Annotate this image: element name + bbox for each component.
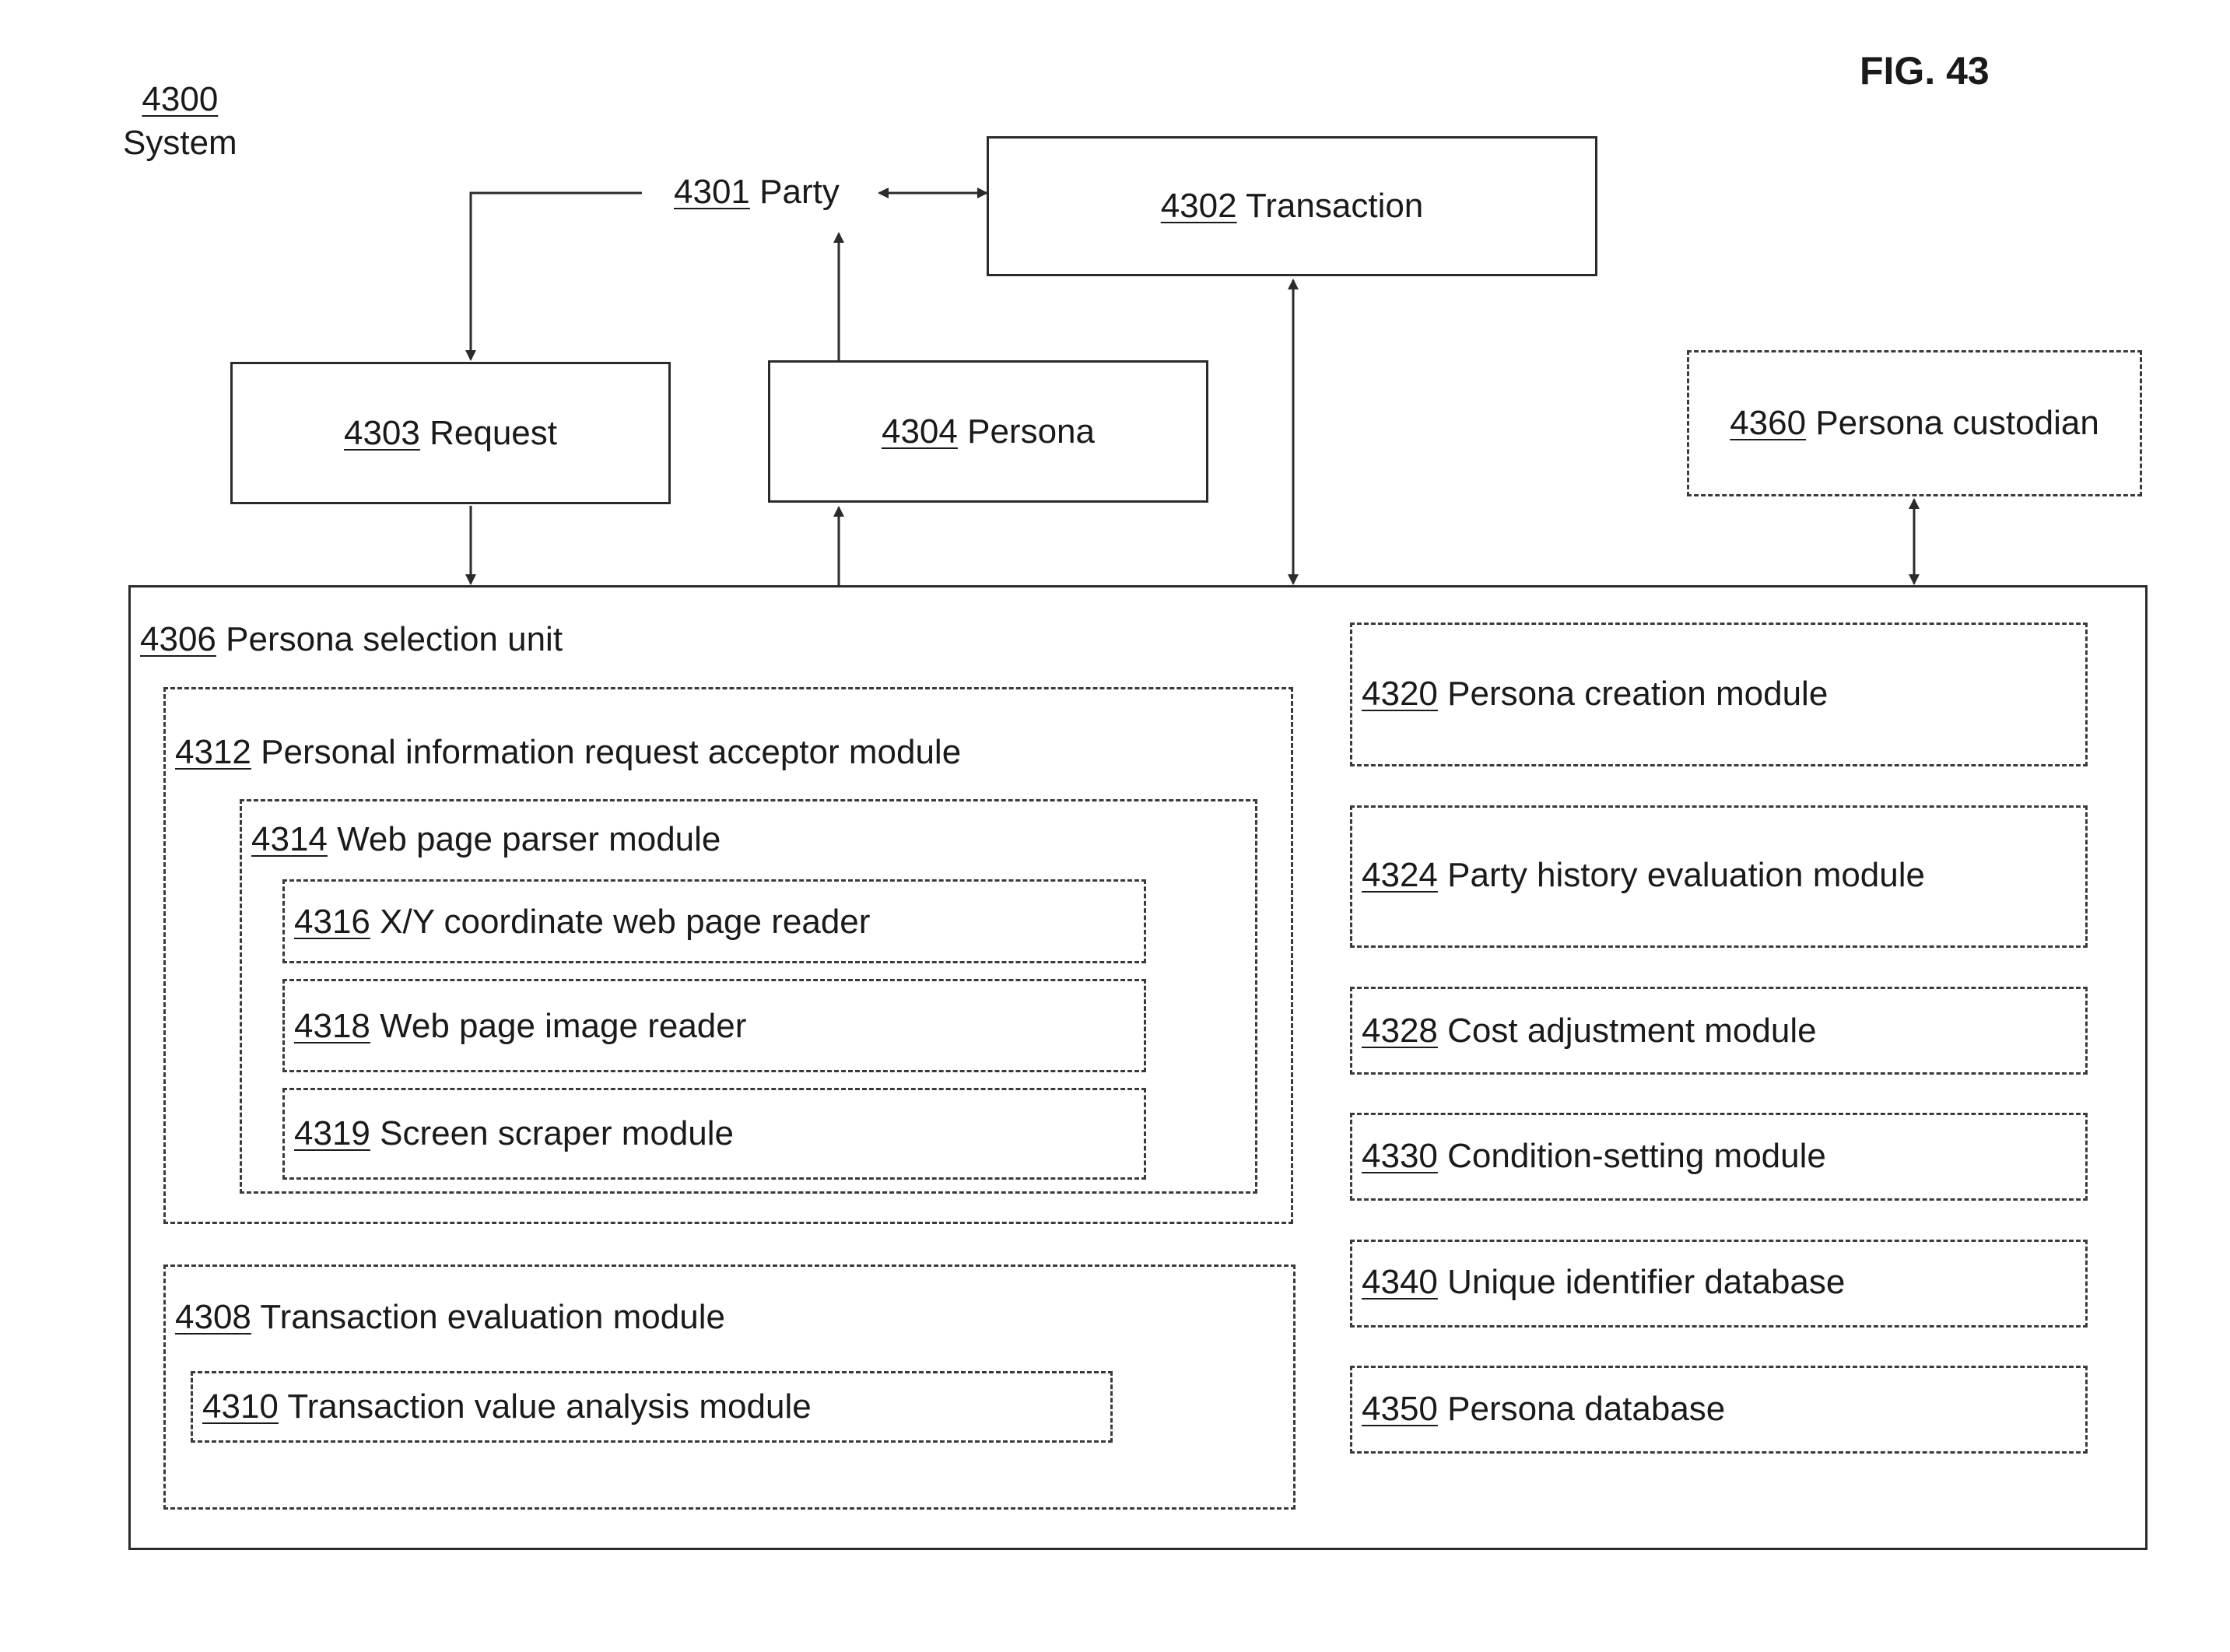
persona-number: 4304 [882,412,958,451]
web-page-parser-name: Web page parser module [337,820,721,858]
persona-database-number: 4350 [1362,1390,1438,1428]
unique-identifier-db-label: 4340 Unique identifier database [1362,1263,1845,1302]
transaction-name: Transaction [1246,187,1423,225]
persona-custodian-name: Persona custodian [1815,404,2099,442]
persona-database-name: Persona database [1447,1390,1725,1428]
party-history-number: 4324 [1362,856,1438,894]
web-page-parser-number: 4314 [251,820,328,858]
transaction-evaluation-number: 4308 [175,1298,251,1336]
persona-custodian-label: 4360 Persona custodian [1730,404,2099,443]
unique-identifier-db-number: 4340 [1362,1263,1438,1301]
image-reader-number: 4318 [294,1007,370,1045]
request-number: 4303 [344,414,420,452]
unique-identifier-db-name: Unique identifier database [1447,1263,1845,1301]
transaction-number: 4302 [1161,187,1237,225]
transaction-evaluation-name: Transaction evaluation module [260,1298,725,1336]
transaction-evaluation-label: 4308 Transaction evaluation module [175,1298,725,1337]
screen-scraper-name: Screen scraper module [380,1114,734,1152]
system-number: 4300 [123,78,237,121]
request-name: Request [430,414,557,452]
transaction-value-label: 4310 Transaction value analysis module [202,1387,812,1426]
condition-setting-number: 4330 [1362,1137,1438,1175]
xy-reader-number: 4316 [294,903,370,941]
party-history-name: Party history evaluation module [1447,856,1925,894]
cost-adjustment-name: Cost adjustment module [1447,1012,1816,1050]
party-number: 4301 [674,173,750,211]
condition-setting-label: 4330 Condition-setting module [1362,1137,1826,1176]
xy-reader-label: 4316 X/Y coordinate web page reader [294,903,870,942]
arrow-party-to-request [471,193,642,360]
persona-custodian-number: 4360 [1730,404,1806,442]
screen-scraper-label: 4319 Screen scraper module [294,1114,734,1153]
transaction-label: 4302 Transaction [1161,187,1424,226]
persona-label: 4304 Persona [882,412,1095,451]
pi-request-acceptor-label: 4312 Personal information request accept… [175,733,961,772]
screen-scraper-number: 4319 [294,1114,370,1152]
cost-adjustment-number: 4328 [1362,1012,1438,1050]
persona-database-label: 4350 Persona database [1362,1390,1725,1429]
persona-name: Persona [967,412,1095,451]
transaction-value-name: Transaction value analysis module [287,1387,811,1426]
persona-box: 4304 Persona [768,360,1208,503]
party-history-label: 4324 Party history evaluation module [1362,856,1925,895]
system-label: 4300 System [123,78,237,165]
image-reader-name: Web page image reader [380,1007,746,1045]
request-label: 4303 Request [344,414,557,453]
xy-reader-name: X/Y coordinate web page reader [380,903,870,941]
persona-creation-number: 4320 [1362,675,1438,713]
transaction-value-number: 4310 [202,1387,279,1426]
persona-selection-unit-name: Persona selection unit [226,620,563,658]
transaction-box: 4302 Transaction [987,136,1597,276]
request-box: 4303 Request [230,362,671,504]
cost-adjustment-label: 4328 Cost adjustment module [1362,1012,1817,1050]
persona-creation-name: Persona creation module [1447,675,1828,713]
web-page-parser-label: 4314 Web page parser module [251,820,721,859]
pi-request-acceptor-name: Personal information request acceptor mo… [261,733,961,771]
persona-creation-label: 4320 Persona creation module [1362,675,1828,714]
party-label: 4301 Party [674,173,840,212]
pi-request-acceptor-number: 4312 [175,733,251,771]
persona-selection-unit-label: 4306 Persona selection unit [140,620,563,659]
condition-setting-name: Condition-setting module [1447,1137,1826,1175]
image-reader-label: 4318 Web page image reader [294,1007,746,1046]
figure-label: FIG. 43 [1860,48,1990,93]
system-name: System [123,121,237,165]
party-name: Party [759,173,840,211]
persona-custodian-box: 4360 Persona custodian [1687,350,2142,496]
persona-selection-unit-number: 4306 [140,620,216,658]
